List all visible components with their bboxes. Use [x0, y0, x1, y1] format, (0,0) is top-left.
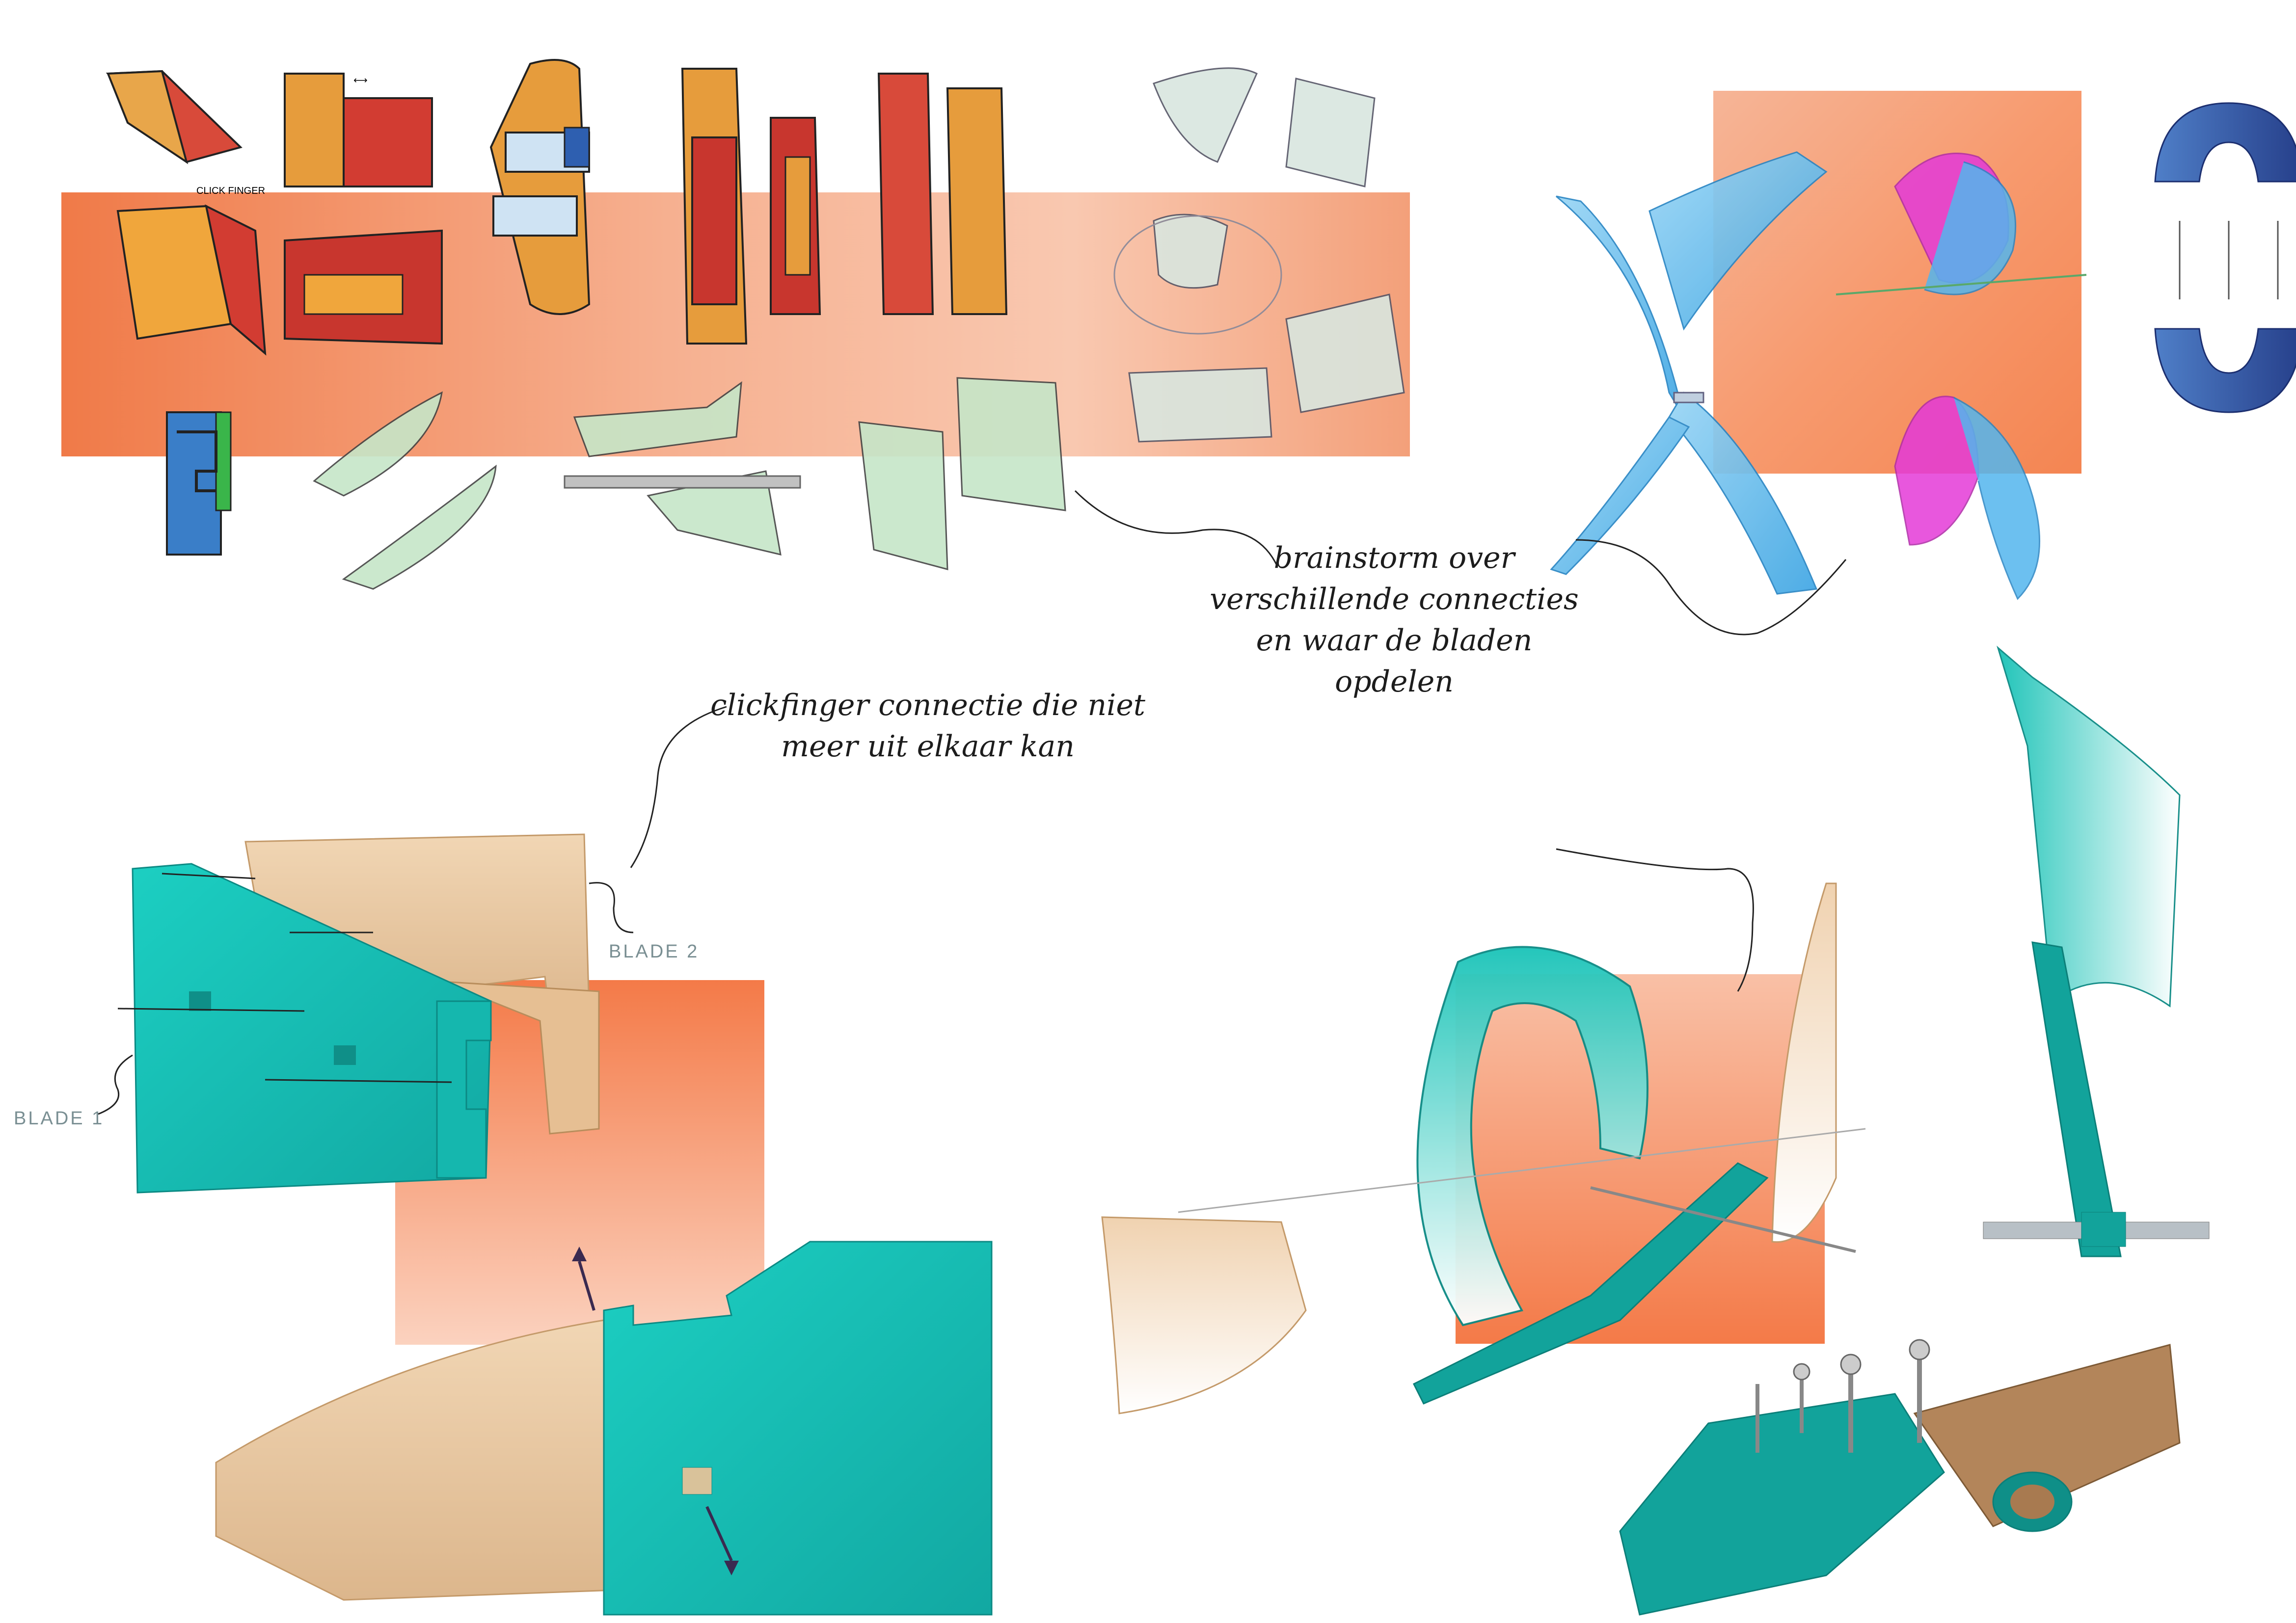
clickfinger-detail-panel [0, 677, 1129, 1620]
teal-vertical-blade [1983, 645, 2210, 1257]
turbine-concepts-art [1550, 91, 2296, 636]
orange-square-top [1713, 91, 2081, 474]
clickfinger-note-line-2: meer uit elkaar kan [781, 729, 1075, 764]
svg-text:⟷: ⟷ [353, 75, 368, 86]
sketch-blade-fold-1: CLICK FINGER [116, 186, 267, 356]
clickfinger-note-line-1: clickfinger connectie die niet [710, 688, 1145, 722]
sketch-dovetail-2: ⟷ [284, 73, 433, 187]
leader-line-brainstorm-right [1575, 539, 1847, 636]
brainstorm-note-line-3: en waar de bladen opdelen [1256, 623, 1533, 699]
sand-blade-left [1101, 1216, 1307, 1414]
blue-twisted-blades [1550, 151, 1828, 595]
sketch-brainstorm-panel: ⟷ [0, 0, 1424, 599]
magenta-spiral-bottom [1894, 396, 2041, 600]
navy-ring-concept [2154, 102, 2296, 413]
teal-curved-blade [1178, 946, 1866, 1405]
sketch-interlock-1 [681, 68, 748, 345]
turbine-concepts-panel [1522, 74, 2296, 638]
sketch-green-blade-2 [564, 381, 801, 556]
assembly-art [1101, 645, 2210, 1616]
sketch-interlock-3 [877, 73, 1008, 315]
clickfinger-closeup [215, 1241, 993, 1616]
sketch-spiral-blade [1113, 67, 1405, 443]
blade-1-part [117, 863, 492, 1194]
sand-blade-right [1771, 882, 1837, 1243]
sketch-strap-clamp [489, 59, 591, 315]
blade-1-label: BLADE 1 [14, 1108, 105, 1129]
screw-mount-detail [1619, 1339, 2181, 1616]
leader-line-assembly [1556, 848, 1754, 992]
leader-line-brainstorm-left [1074, 490, 1277, 565]
magenta-spiral-top [1836, 153, 2087, 295]
sketch-brainstorm-art: ⟷ [61, 59, 1410, 590]
brainstorm-note-line-2: verschillende connecties [1210, 582, 1579, 616]
sketch-green-blade-1 [313, 391, 497, 590]
sketch-blade-fold-2 [284, 229, 443, 345]
brainstorm-note: brainstorm over verschillende connecties… [1198, 537, 1591, 702]
leader-line-clickfinger [630, 706, 727, 868]
sketch-note-clickfinger: CLICK FINGER [196, 186, 265, 196]
brainstorm-note-line-1: brainstorm over [1273, 541, 1515, 575]
clickfinger-note: clickfinger connectie die niet meer uit … [707, 685, 1149, 767]
sketch-dovetail-1 [106, 70, 243, 164]
assembly-panel [1100, 645, 2288, 1620]
sketch-section-binnen-buiten [166, 411, 232, 556]
blade-2-label: BLADE 2 [609, 941, 700, 962]
sketch-interlock-2 [770, 117, 821, 315]
sketch-green-blade-3 [858, 377, 1066, 570]
leader-line-blade-1 [98, 1054, 133, 1115]
clickfinger-detail-art [98, 706, 993, 1616]
leader-line-blade-2 [589, 882, 634, 933]
